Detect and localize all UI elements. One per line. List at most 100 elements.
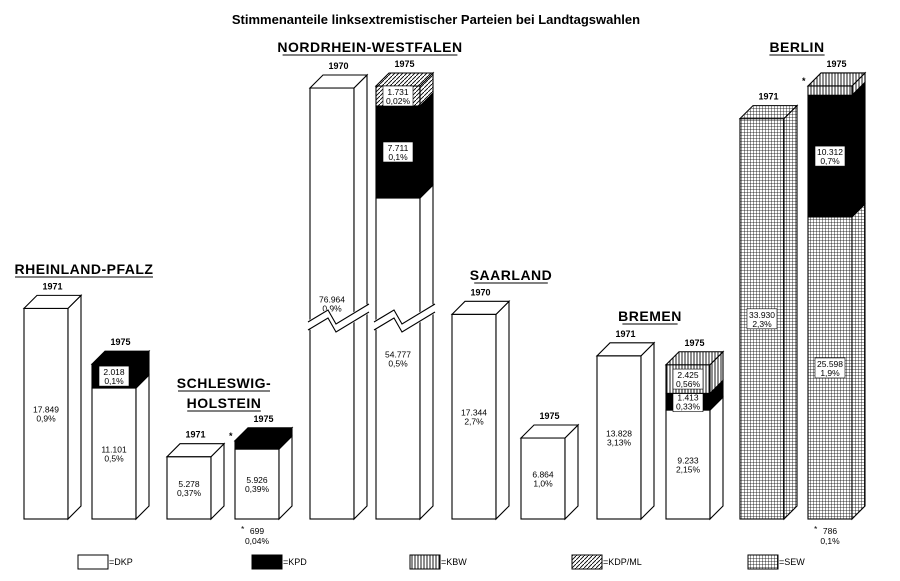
- data-label-1970-dkp-percent: 2,7%: [464, 417, 484, 427]
- year-label-1970: 1970: [470, 287, 490, 297]
- bar-1975-segment-kbw-front: [807, 85, 853, 96]
- data-label-1975-dkp-percent: 0,39%: [245, 484, 270, 494]
- bar-1971-segment-sew-side: [783, 104, 798, 521]
- data-label-1975-dkp-votes: 54.777: [385, 350, 411, 360]
- data-label-1975-sew-votes: 25.598: [817, 359, 843, 369]
- data-label-1975-kbw-percent: 0,56%: [676, 379, 701, 389]
- bar-1971-segment-dkp-front: [596, 355, 642, 520]
- legend-label-kbw: =KBW: [441, 557, 467, 567]
- data-label-1975-dkp-votes: 6.864: [532, 470, 554, 480]
- footnote-votes: 699: [250, 526, 264, 536]
- data-label-1975-kpd-percent: 0,33%: [676, 402, 701, 412]
- bar-1975-segment-dkp-side: [135, 373, 150, 521]
- data-label-1975-sew-percent: 1,9%: [820, 368, 840, 378]
- data-label-1975-sew-box: [814, 357, 846, 379]
- axis-break-gap: [305, 304, 372, 335]
- data-label-1975-kpd-percent: 0,7%: [820, 156, 840, 166]
- data-label-1975-dkp-votes: 11.101: [101, 445, 127, 455]
- bar-1975-segment-kbw-top: [806, 72, 867, 87]
- bar-1970-segment-dkp-front: [309, 87, 355, 520]
- axis-break-upper: [373, 303, 436, 325]
- data-label-1975-kpd-percent: 0,1%: [104, 376, 124, 386]
- state-label: HOLSTEIN: [187, 395, 262, 411]
- data-label-1975-kbw-box: [672, 368, 704, 390]
- bar-1970-segment-dkp-side: [495, 300, 510, 521]
- data-label-1975-kpd-votes: 7.711: [388, 143, 409, 153]
- data-label-1975-dkp-percent: 2,15%: [676, 465, 701, 475]
- legend-swatch-kdpml: [571, 554, 603, 570]
- group-bremen: BREMEN13.8283,13%19719.2332,15%1.4130,33…: [595, 308, 725, 521]
- data-label-1975-kpd-percent: 0,1%: [388, 152, 408, 162]
- bar-1970-segment-dkp-side: [353, 73, 368, 521]
- legend-label-kdpml: =KDP/ML: [603, 557, 642, 567]
- legend: =DKP=KPD=KBW=KDP/ML=SEW: [77, 554, 805, 570]
- year-label-1975: 1975: [684, 338, 704, 348]
- data-label-1975-dkp-votes: 5.926: [246, 475, 268, 485]
- group-nordrheinwestfalen: NORDRHEIN-WESTFALEN76.9640,9%197054.7770…: [277, 39, 462, 521]
- bar-1975-segment-dkp-side: [564, 423, 579, 521]
- state-label: BERLIN: [769, 39, 824, 55]
- bar-1975-segment-dkp-front: [375, 197, 421, 520]
- footnote-percent: 0,04%: [245, 536, 270, 546]
- data-label-1975-kdpml-percent: 0,02%: [386, 96, 411, 106]
- data-label-1975-dkp-percent: 1,0%: [533, 479, 553, 489]
- year-label-1971: 1971: [42, 281, 62, 291]
- bar-1975-segment-dkp-side: [419, 183, 434, 521]
- bar-1975-segment-kbw-top: [664, 351, 725, 366]
- year-label-1970: 1970: [328, 61, 348, 71]
- year-label-1975: 1975: [253, 414, 273, 424]
- footnote-percent: 0,1%: [820, 536, 840, 546]
- data-label-1975-kbw-votes: 2.425: [677, 370, 699, 380]
- bar-1971-segment-dkp-side: [67, 294, 82, 521]
- data-label-1975-kpd-box: [814, 145, 846, 167]
- group-rheinlandpfalz: RHEINLAND-PFALZ17.8490,9%197111.1010,5%2…: [15, 261, 154, 521]
- footnote-marker-bottom: *: [241, 524, 245, 534]
- group-schleswigholstein: SCHLESWIG-HOLSTEIN5.2780,37%19715.9260,3…: [165, 375, 294, 546]
- bar-1971-segment-dkp-top: [595, 342, 656, 357]
- legend-label-sew: =SEW: [779, 557, 805, 567]
- axis-break-gap: [371, 304, 438, 335]
- data-label-1971-sew-percent: 2,3%: [752, 319, 772, 329]
- bar-1975-segment-dkp-side: [278, 434, 293, 521]
- bar-1971-segment-dkp-side: [640, 341, 655, 521]
- bar-1971-segment-dkp-top: [165, 443, 226, 458]
- bar-1975-segment-dkp-front: [520, 437, 566, 520]
- bar-1975-segment-kpd-front: [234, 440, 280, 450]
- data-label-1970-dkp-percent: 0,9%: [322, 304, 342, 314]
- bar-1971-segment-dkp-front: [166, 456, 212, 520]
- bar-1971-segment-sew-top: [738, 105, 799, 120]
- data-label-1970-dkp-votes: 17.344: [461, 408, 487, 418]
- bar-1975-segment-dkp-front: [234, 448, 280, 520]
- state-label: RHEINLAND-PFALZ: [15, 261, 154, 277]
- legend-swatch-dkp: [77, 554, 109, 570]
- data-label-1975-kpd-votes: 10.312: [817, 147, 843, 157]
- data-label-1971-dkp-percent: 0,9%: [36, 414, 56, 424]
- footnote-marker-bottom: *: [814, 524, 818, 534]
- data-label-1975-kpd-votes: 1.413: [677, 393, 699, 403]
- legend-label-dkp: =DKP: [109, 557, 133, 567]
- bar-1975-segment-sew-side: [851, 202, 866, 521]
- axis-break-upper: [307, 303, 370, 325]
- data-label-1975-dkp-percent: 0,5%: [388, 359, 408, 369]
- data-label-1971-dkp-percent: 3,13%: [607, 437, 632, 447]
- year-label-1971: 1971: [615, 329, 635, 339]
- year-label-1971: 1971: [185, 430, 205, 440]
- year-label-1975: 1975: [539, 411, 559, 421]
- bar-1975-segment-kpd-top: [233, 427, 294, 442]
- data-label-1975-kpd-box: [382, 141, 414, 163]
- bar-1970-segment-dkp-top: [450, 300, 511, 315]
- data-label-1971-dkp-votes: 5.278: [178, 479, 200, 489]
- chart-title: Stimmenanteile linksextremistischer Part…: [232, 12, 640, 27]
